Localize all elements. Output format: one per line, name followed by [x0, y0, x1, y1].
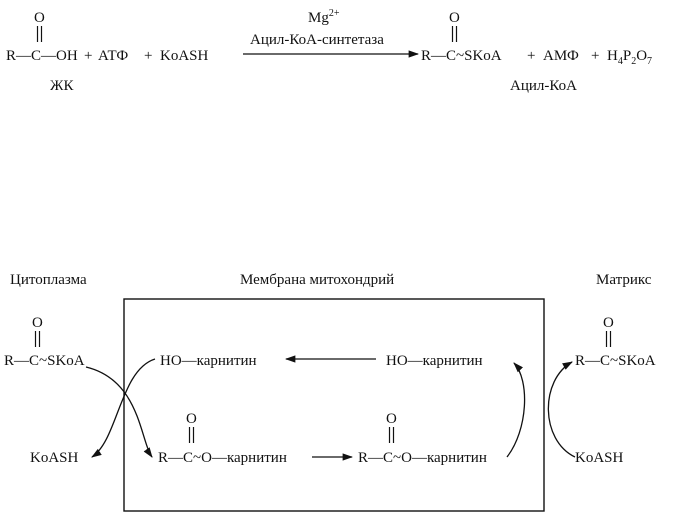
plus-sign: + — [84, 48, 92, 64]
atp-label: АТФ — [98, 48, 128, 64]
plus-sign: + — [591, 48, 599, 64]
acylcarnitine-matrix: R—C~O—карнитин — [358, 450, 487, 466]
cyto-acyl-coa: R—C~SKoA — [4, 353, 85, 369]
free-carnitine-matrix: HO—карнитин — [386, 353, 483, 369]
cytoplasm-header: Цитоплазма — [10, 272, 87, 288]
acyl-coa-formula: R—C~SKoA — [421, 48, 502, 64]
acylcarnitine-cytoplasmic: R—C~O—карнитин — [158, 450, 287, 466]
pyrophosphate-formula: H4P2O7 — [607, 48, 652, 67]
fatty-acid-formula: R—C—OH — [6, 48, 78, 64]
acyl-coa-label: Ацил-КоА — [510, 78, 577, 94]
activation-reaction: O R—C—OH + АТФ + KoASH ЖК Mg2+ Ацил-КоА-… — [6, 8, 652, 94]
ester-left-carbonyl-oxygen: O — [186, 411, 197, 427]
acyl-carbonyl-oxygen: O — [449, 10, 460, 26]
koash-label: KoASH — [160, 48, 209, 64]
ester-right-carbonyl-oxygen: O — [386, 411, 397, 427]
amp-label: АМФ — [543, 48, 579, 64]
membrane-header: Мембрана митохондрий — [240, 272, 394, 288]
enzyme-name: Ацил-КоА-синтетаза — [250, 32, 384, 48]
plus-sign: + — [144, 48, 152, 64]
cyto-acyl-transfer-arrow — [85, 366, 153, 458]
matrix-carbonyl-oxygen: O — [603, 315, 614, 331]
cyto-koash: KoASH — [30, 450, 79, 466]
matrix-carnitine-release-arrow — [506, 362, 526, 458]
matrix-header: Матрикс — [596, 272, 652, 288]
matrix-koash: KoASH — [575, 450, 624, 466]
carnitine-shuttle: HO—карнитин HO—карнитин O R—C~O—карнитин… — [158, 353, 487, 466]
cytoplasm-side: O R—C~SKoA KoASH — [4, 315, 85, 466]
matrix-side: O R—C~SKoA KoASH — [575, 315, 656, 466]
plus-sign: + — [527, 48, 535, 64]
acid-carbonyl-oxygen: O — [34, 10, 45, 26]
magnesium-ion: Mg2+ — [308, 8, 340, 26]
matrix-koash-uptake-arrow — [547, 361, 576, 458]
cyto-carbonyl-oxygen: O — [32, 315, 43, 331]
fatty-acid-abbrev: ЖК — [50, 78, 74, 94]
mitochondrial-membrane-box — [123, 298, 545, 512]
cyto-koash-release-arrow — [91, 358, 156, 458]
free-carnitine-cytoplasmic: HO—карнитин — [160, 353, 257, 369]
matrix-acyl-coa: R—C~SKoA — [575, 353, 656, 369]
